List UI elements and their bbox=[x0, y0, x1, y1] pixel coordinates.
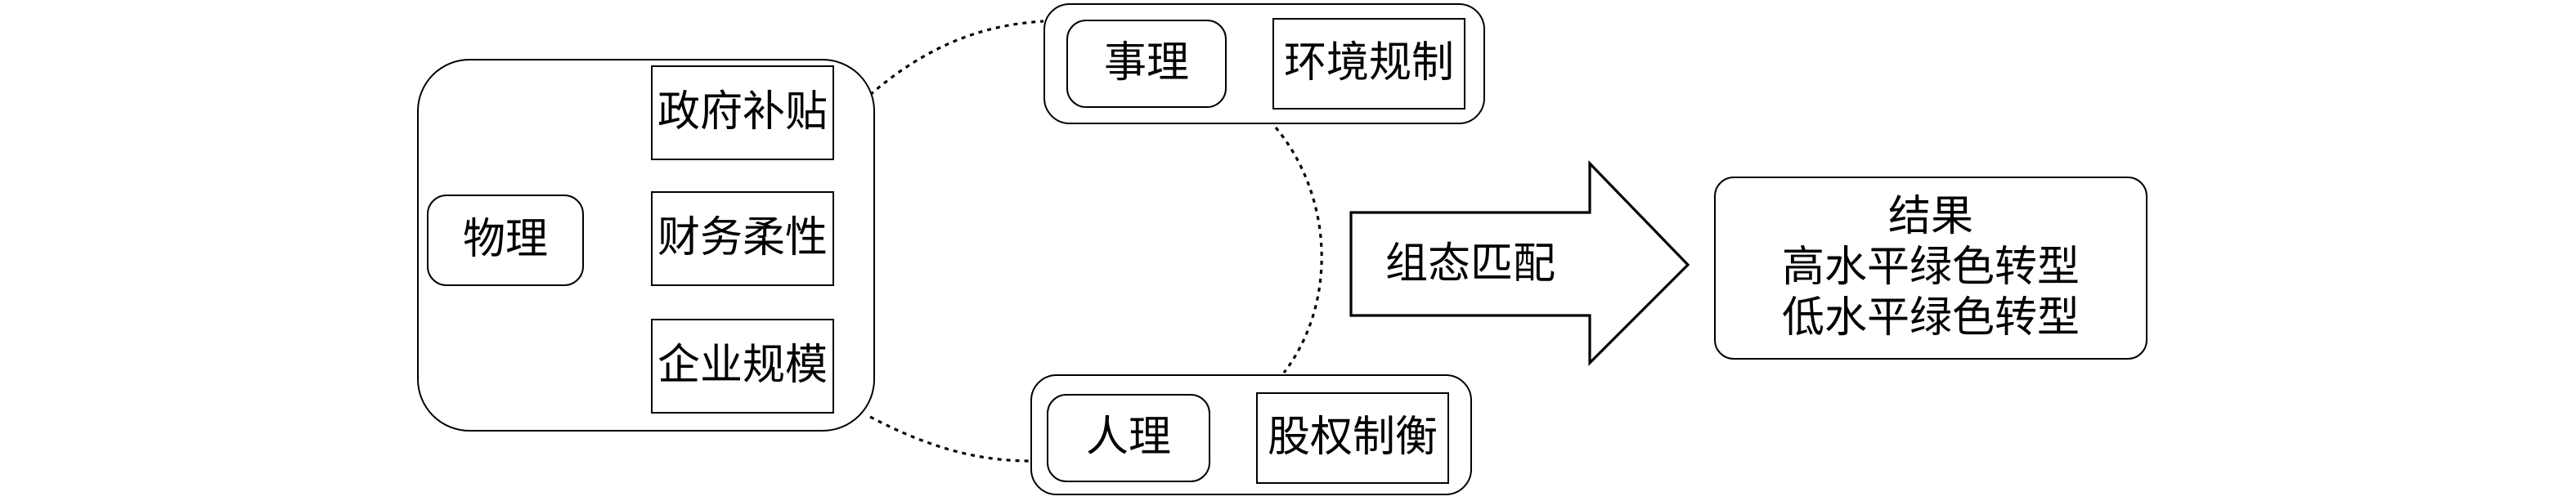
config-arrow-label: 组态匹配 bbox=[1384, 239, 1555, 289]
factor-label-financial-flexibility: 财务柔性 bbox=[657, 214, 828, 263]
factor-label-firm-size: 企业规模 bbox=[657, 342, 828, 391]
factor-label-equity-balance: 股权制衡 bbox=[1267, 414, 1438, 463]
human-label-box bbox=[1047, 394, 1210, 482]
result-title: 结果 bbox=[1887, 192, 1973, 241]
result-high-level: 高水平绿色转型 bbox=[1781, 243, 2080, 292]
dotted-arc-bottom bbox=[869, 415, 1031, 463]
affair-label: 事理 bbox=[1103, 39, 1189, 88]
dotted-arc-top bbox=[868, 20, 1044, 96]
factor-box-government-subsidy bbox=[651, 65, 834, 160]
factor-label-environmental-regulation: 环境规制 bbox=[1283, 39, 1454, 88]
dotted-arc-right bbox=[1274, 126, 1323, 374]
human-label: 人理 bbox=[1085, 414, 1171, 463]
factor-box-environmental-regulation bbox=[1272, 18, 1465, 110]
factor-label-government-subsidy: 政府补贴 bbox=[657, 88, 828, 137]
factor-box-firm-size bbox=[651, 319, 834, 414]
physical-label-box bbox=[427, 195, 584, 286]
config-arrow-shape bbox=[1349, 160, 1690, 366]
physical-label: 物理 bbox=[462, 216, 548, 265]
affair-label-box bbox=[1066, 20, 1227, 108]
factor-box-financial-flexibility bbox=[651, 191, 834, 286]
factor-box-equity-balance bbox=[1256, 392, 1449, 484]
result-box: 结果 高水平绿色转型 低水平绿色转型 bbox=[1714, 177, 2147, 360]
result-low-level: 低水平绿色转型 bbox=[1781, 293, 2080, 342]
